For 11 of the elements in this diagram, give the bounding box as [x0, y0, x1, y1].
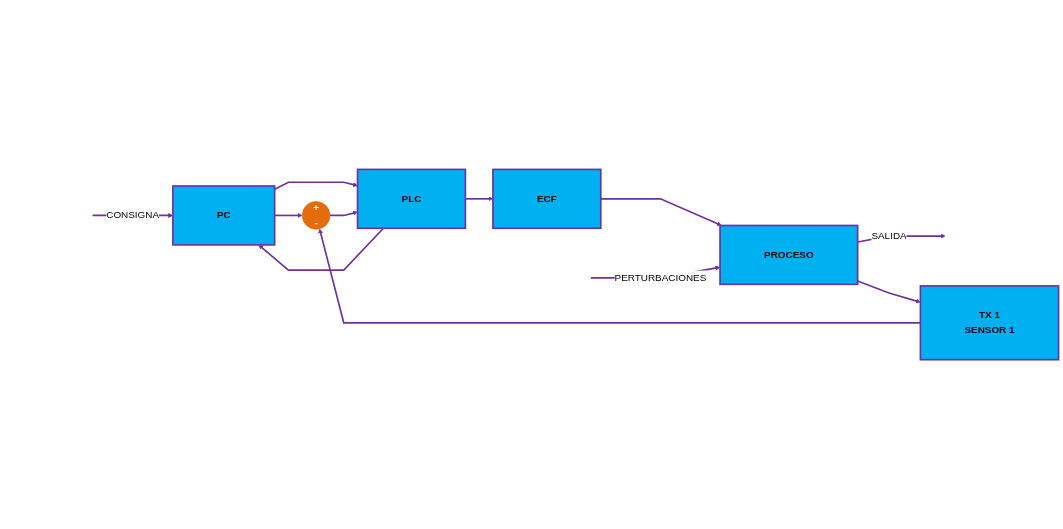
node-box: TX 1 SENSOR 1	[919, 285, 1060, 361]
node-circle: + -	[301, 201, 331, 230]
arrow	[329, 210, 358, 217]
node-box: PLC	[356, 168, 467, 230]
edge-label: CONSIGNA	[106, 209, 160, 221]
node-box: PROCESO	[719, 224, 859, 286]
node-box: PC	[172, 185, 276, 246]
edge-label: PERTURBACIONES	[614, 272, 707, 284]
arrow	[258, 227, 385, 271]
node-box: ECF	[492, 168, 602, 230]
edge-label: SALIDA	[871, 230, 907, 242]
